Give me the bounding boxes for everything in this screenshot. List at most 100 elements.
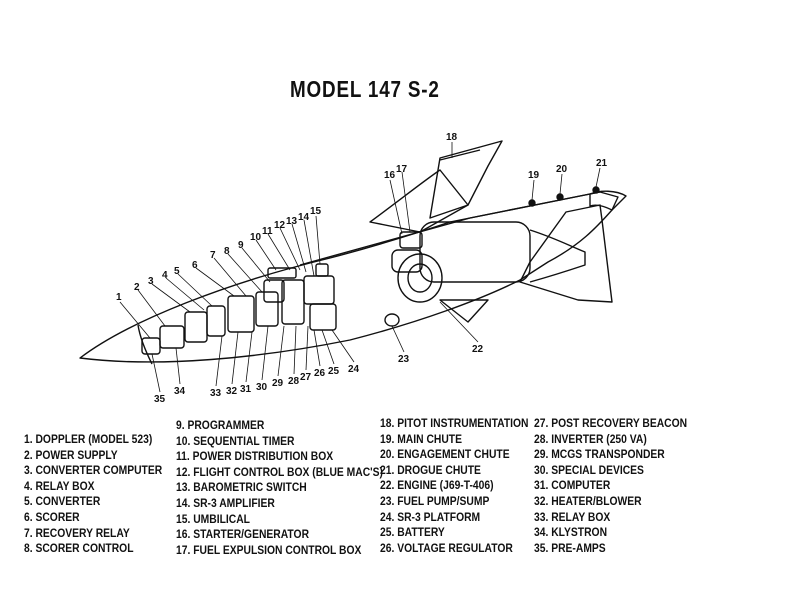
tail-cone — [589, 190, 627, 211]
upper-fin — [429, 140, 503, 219]
callout-34: 34 — [174, 386, 186, 397]
callout-4: 4 — [162, 270, 168, 281]
legend-item: 14. SR-3 AMPLIFIER — [176, 495, 275, 510]
callout-23: 23 — [398, 354, 410, 365]
starter-generator — [391, 249, 423, 273]
callout-21: 21 — [596, 158, 608, 169]
legend-item: 28. INVERTER (250 VA) — [534, 431, 647, 446]
legend-item: 10. SEQUENTIAL TIMER — [176, 433, 295, 448]
callout-31: 31 — [240, 384, 252, 395]
sr3-platform-unit — [309, 303, 337, 331]
callout-20: 20 — [556, 164, 568, 175]
engine-body — [419, 221, 531, 283]
legend-item: 6. SCORER — [24, 509, 80, 524]
legend-item: 7. RECOVERY RELAY — [24, 525, 130, 540]
legend-item: 2. POWER SUPPLY — [24, 447, 118, 462]
legend-item: 29. MCGS TRANSPONDER — [534, 447, 665, 462]
programmer-unit — [263, 279, 285, 303]
legend-item: 22. ENGINE (J69-T-406) — [380, 478, 494, 493]
callout-8: 8 — [224, 246, 230, 257]
callout-26: 26 — [314, 368, 326, 379]
legend-item: 13. BAROMETRIC SWITCH — [176, 480, 307, 495]
callout-10: 10 — [250, 232, 262, 243]
drogue-chute-dot — [592, 186, 600, 194]
legend-item: 17. FUEL EXPULSION CONTROL BOX — [176, 542, 362, 557]
callout-25: 25 — [328, 366, 340, 377]
legend-item: 3. CONVERTER COMPUTER — [24, 463, 163, 478]
legend-item: 25. BATTERY — [380, 525, 445, 540]
engine-intake-inner — [407, 263, 433, 293]
callout-1: 1 — [116, 292, 122, 303]
legend-item: 32. HEATER/BLOWER — [534, 493, 642, 508]
callout-6: 6 — [192, 260, 198, 271]
upper-wing — [369, 169, 469, 233]
nose-divider — [137, 324, 153, 365]
callout-7: 7 — [210, 250, 216, 261]
legend-item: 12. FLIGHT CONTROL BOX (BLUE MAC'S) — [176, 464, 383, 479]
scorer-unit — [227, 295, 255, 333]
callout-5: 5 — [174, 266, 180, 277]
flight-control-unit — [303, 275, 335, 305]
converter-computer-unit — [184, 311, 208, 343]
power-supply-unit — [159, 325, 185, 349]
umbilical-unit — [315, 263, 329, 277]
timer-unit — [267, 267, 297, 279]
legend-item: 26. VOLTAGE REGULATOR — [380, 540, 513, 555]
legend-column-1: 1. DOPPLER (MODEL 523) 2. POWER SUPPLY 3… — [24, 432, 162, 557]
callout-18: 18 — [446, 132, 458, 143]
engagement-chute-dot — [556, 193, 564, 201]
legend-item: 35. PRE-AMPS — [534, 540, 606, 555]
lower-wing — [439, 299, 489, 323]
callout-24: 24 — [348, 364, 360, 375]
fuel-expulsion-box — [399, 231, 423, 249]
lower-tail-wing — [519, 204, 613, 303]
callout-15: 15 — [310, 206, 322, 217]
legend-item: 4. RELAY BOX — [24, 478, 95, 493]
callout-22: 22 — [472, 344, 484, 355]
power-distribution-unit — [281, 279, 305, 325]
fuselage-outline — [79, 191, 619, 363]
main-chute-dot — [528, 199, 536, 207]
pitot-probe — [439, 149, 481, 161]
callout-28: 28 — [288, 376, 300, 387]
legend-column-4: 27. POST RECOVERY BEACON 28. INVERTER (2… — [534, 416, 687, 556]
callout-19: 19 — [528, 170, 540, 181]
callout-14: 14 — [298, 212, 310, 223]
legend-item: 11. POWER DISTRIBUTION BOX — [176, 449, 334, 464]
engine-intake-ring — [397, 253, 443, 303]
scorer-control-unit — [255, 291, 279, 327]
fuel-pump-sump — [384, 313, 400, 327]
legend-item: 18. PITOT INSTRUMENTATION — [380, 416, 529, 430]
legend-item: 21. DROGUE CHUTE — [380, 462, 481, 477]
callout-9: 9 — [238, 240, 244, 251]
legend-item: 24. SR-3 PLATFORM — [380, 509, 481, 524]
callout-29: 29 — [272, 378, 284, 389]
callout-17: 17 — [396, 164, 408, 175]
callout-13: 13 — [286, 216, 298, 227]
legend-column-2: 9. PROGRAMMER 10. SEQUENTIAL TIMER 11. P… — [176, 418, 383, 558]
legend-item: 9. PROGRAMMER — [176, 418, 265, 432]
callout-2: 2 — [134, 282, 140, 293]
callout-30: 30 — [256, 382, 268, 393]
callout-16: 16 — [384, 170, 396, 181]
callout-3: 3 — [148, 276, 154, 287]
engine-exhaust — [529, 229, 586, 283]
callout-11: 11 — [262, 226, 273, 237]
fuselage-seam — [299, 191, 601, 266]
callout-12: 12 — [274, 220, 286, 231]
legend-item: 8. SCORER CONTROL — [24, 541, 134, 556]
callout-27: 27 — [300, 372, 312, 383]
relay-box-unit — [206, 305, 226, 337]
legend-item: 34. KLYSTRON — [534, 525, 608, 540]
leader-lines — [119, 142, 601, 393]
legend-item: 19. MAIN CHUTE — [380, 431, 462, 446]
callout-numbers: 1 2 3 4 5 6 7 8 9 10 11 12 13 14 15 16 1… — [116, 132, 608, 405]
legend-item: 30. SPECIAL DEVICES — [534, 462, 644, 477]
legend-item: 15. UMBILICAL — [176, 511, 250, 526]
legend-item: 16. STARTER/GENERATOR — [176, 527, 310, 542]
legend-item: 1. DOPPLER (MODEL 523) — [24, 432, 153, 446]
callout-33: 33 — [210, 388, 222, 399]
diagram-title: MODEL 147 S-2 — [290, 76, 440, 102]
legend-item: 5. CONVERTER — [24, 494, 101, 509]
